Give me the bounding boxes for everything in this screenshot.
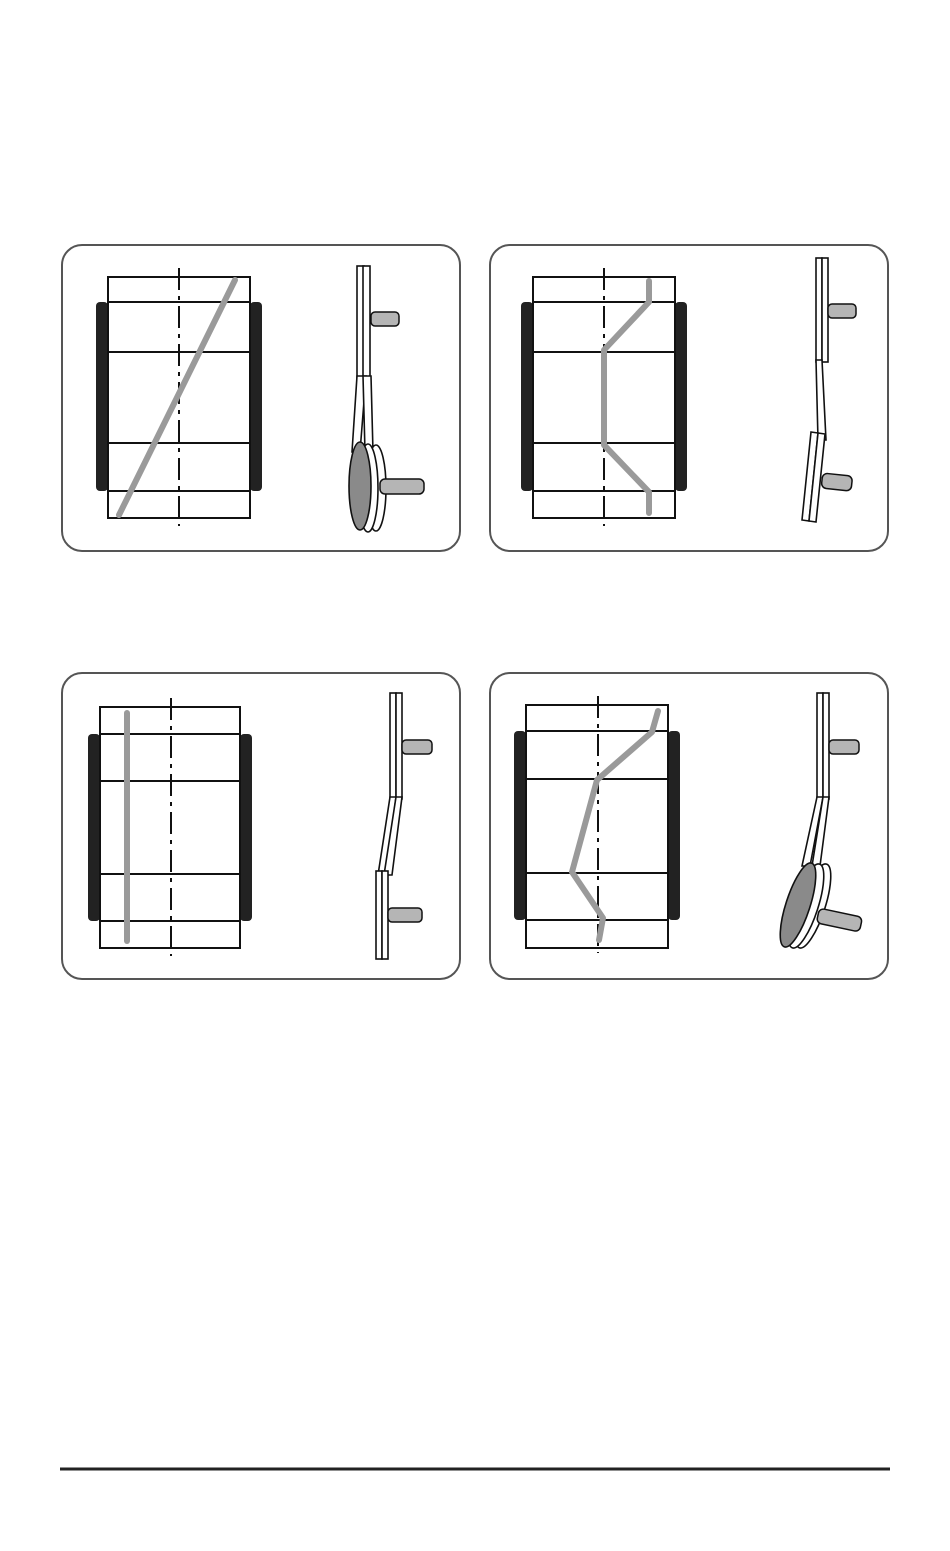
left-roller bbox=[514, 731, 526, 920]
right-roller bbox=[668, 731, 680, 920]
upper-shaft bbox=[371, 312, 399, 326]
panel-diagonal-misalignment bbox=[62, 245, 460, 551]
right-roller bbox=[675, 302, 687, 491]
left-roller bbox=[96, 302, 108, 491]
panel-offset-misalignment bbox=[490, 245, 888, 551]
upper-shaft bbox=[402, 740, 432, 754]
lower-shaft bbox=[388, 908, 422, 922]
lower-shaft bbox=[821, 473, 852, 491]
upper-shaft bbox=[829, 740, 859, 754]
panel-aligned bbox=[62, 673, 460, 979]
left-roller bbox=[521, 302, 533, 491]
right-roller bbox=[250, 302, 262, 491]
panel-twisted-misalignment bbox=[490, 673, 888, 979]
left-roller bbox=[88, 734, 100, 921]
lower-shaft bbox=[380, 479, 424, 494]
upper-shaft bbox=[828, 304, 856, 318]
right-roller bbox=[240, 734, 252, 921]
lower-pulley bbox=[349, 442, 371, 530]
